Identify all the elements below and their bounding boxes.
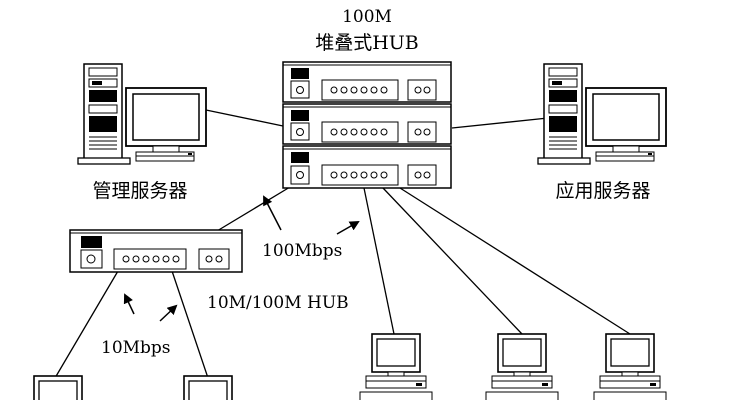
link-app-server (451, 117, 549, 129)
arrow-10mbps-right (159, 304, 178, 322)
arrow-100mbps-right (336, 221, 360, 235)
hub-10-100-label: 10M/100M HUB (207, 293, 349, 313)
hub-title-line2: 堆叠式HUB (315, 32, 419, 54)
connection-lines (54, 109, 631, 379)
workstation-icon (485, 333, 559, 403)
speed-10mbps-label: 10Mbps (101, 338, 171, 358)
arrows (123, 195, 360, 322)
workstation-icon (183, 375, 233, 405)
workstation-icon (33, 375, 83, 405)
app-server-label: 应用服务器 (555, 180, 650, 202)
speed-100mbps-label: 100Mbps (262, 241, 342, 261)
server-tower-icon (77, 63, 207, 165)
hub-title-line1: 100M (342, 7, 392, 27)
workstation-icon (593, 333, 667, 403)
arrow-100mbps-left (263, 195, 282, 231)
hub-icon (69, 229, 243, 273)
hub-unit-3 (282, 145, 452, 189)
link-small-hub (211, 186, 291, 235)
server-tower-icon (537, 63, 667, 165)
link-client-right (171, 270, 209, 379)
hub-unit-2 (282, 103, 452, 145)
hub-unit-1 (282, 61, 452, 103)
link-workstation-3 (399, 187, 631, 335)
workstation-icon (359, 333, 433, 403)
hub-stack-icon (282, 61, 452, 189)
link-workstation-2 (382, 187, 523, 335)
mgmt-server-label: 管理服务器 (92, 180, 187, 202)
link-mgmt-server (205, 109, 284, 127)
link-workstation-1 (363, 187, 395, 335)
arrow-10mbps-left (123, 293, 135, 315)
link-client-left (54, 270, 119, 379)
